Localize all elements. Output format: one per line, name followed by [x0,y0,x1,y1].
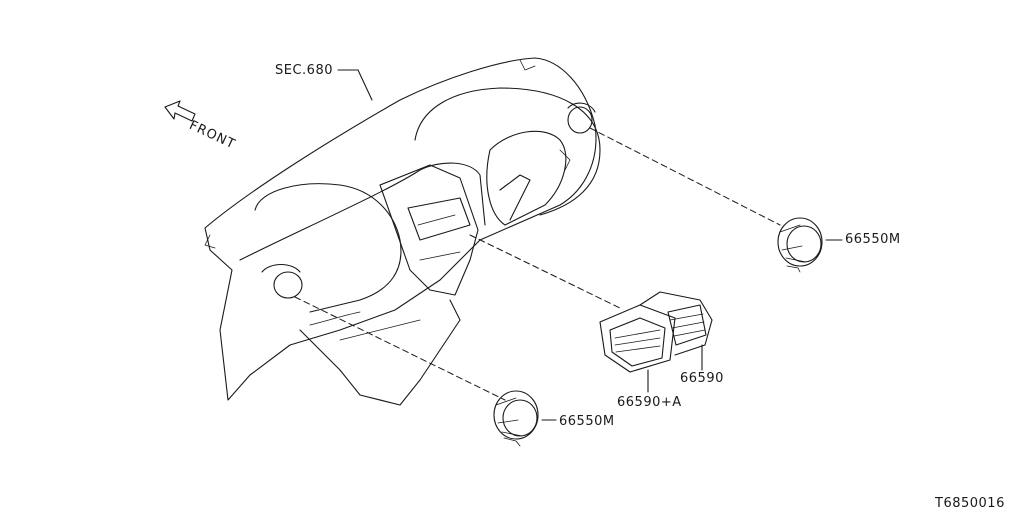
center-vent-pair [599,291,713,373]
section-ref-label: SEC.680 [275,63,333,78]
right-vent-socket [567,102,596,134]
center-vent-guide [469,234,621,309]
part-number-center-vent-a: 66590+A [617,395,682,410]
side-vent-left [493,390,539,447]
left-vent-guide [294,296,506,401]
part-number-side-vent-right: 66550M [845,232,901,247]
section-leader-tail [357,69,373,101]
side-vent-right [777,217,823,273]
left-vent-socket [261,263,303,299]
drawing-id: T6850016 [935,496,1005,511]
front-arrow-icon [164,100,196,122]
right-vent-guide [589,127,781,226]
part-number-side-vent-left: 66550M [559,414,615,429]
part-number-center-vent: 66590 [680,371,724,386]
instrument-panel [204,57,601,406]
